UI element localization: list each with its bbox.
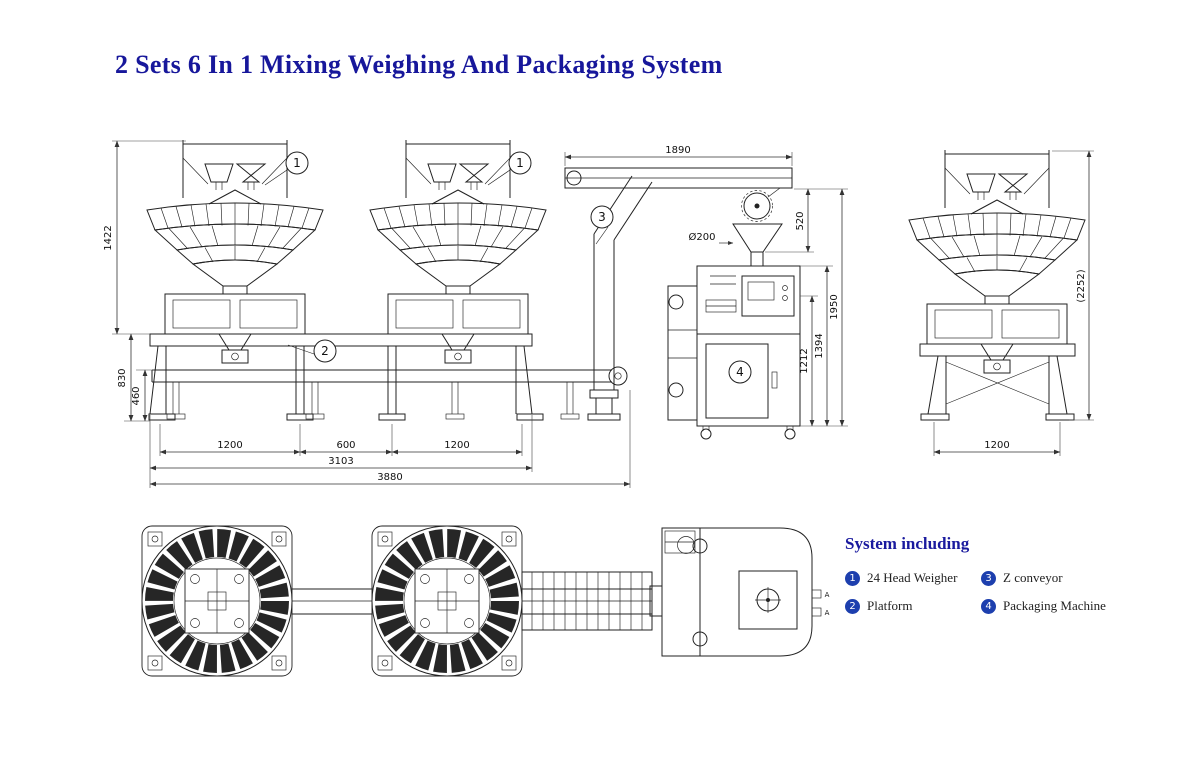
callout-packaging-machine: 4 [728,360,752,384]
takeaway-conveyor [151,366,628,420]
dim-machine-height: 1394 [814,333,825,358]
callout-number: 4 [736,365,744,379]
dim-top-conveyor-length: 1890 [665,145,690,156]
dim-overall-length: 3880 [377,472,402,483]
callout-platform: 2 [287,339,337,363]
callout-z-conveyor: 3 [590,205,614,245]
dim-side-width: 1200 [984,440,1009,451]
dim-bay-gap: 600 [336,440,355,451]
packaging-machine-front [667,223,801,440]
dim-drop-height: 520 [795,211,806,230]
legend-label-platform: Platform [867,598,913,613]
dim-conveyor-height: 460 [131,386,142,405]
legend-label-weigher: 24 Head Weigher [867,570,958,585]
legend-heading: System including [845,534,970,553]
legend-grid: 1 24 Head Weigher 3 Z conveyor 2 Platfor… [845,570,1106,614]
legend-item-weigher: 1 24 Head Weigher [845,570,975,586]
front-elevation-view: 1 1 2 3 4 [103,139,1094,488]
plan-view: A A [142,526,830,676]
legend: System including 1 24 Head Weigher 3 Z c… [845,534,1106,614]
section-mark-a-bottom: A [825,609,830,617]
legend-item-packaging-machine: 4 Packaging Machine [981,598,1106,614]
page-title: 2 Sets 6 In 1 Mixing Weighing And Packag… [115,50,723,79]
dim-side-overall-height: (2252) [1076,269,1087,302]
legend-item-z-conveyor: 3 Z conveyor [981,570,1106,586]
callout-number: 1 [293,156,301,170]
dim-weigher-height: 1422 [103,225,114,250]
callout-number: 2 [321,344,329,358]
legend-badge-3: 3 [981,570,996,586]
legend-badge-2: 2 [845,598,860,614]
legend-badge-1: 1 [845,570,860,586]
legend-badge-4: 4 [981,598,996,614]
plan-belt-section [521,571,663,631]
dim-platform-height: 830 [117,368,128,387]
legend-item-platform: 2 Platform [845,598,975,614]
dim-infeed-height: 1950 [829,294,840,319]
platform-front [148,333,544,421]
section-mark-a-top: A [825,591,830,599]
z-conveyor-front [564,167,793,421]
dim-bay-left: 1200 [217,440,242,451]
legend-label-z-conveyor: Z conveyor [1003,570,1063,585]
dim-film-unit-height: 1212 [799,348,810,373]
legend-label-packaging-machine: Packaging Machine [1003,598,1106,613]
callout-number: 3 [598,210,606,224]
callout-weigher-2: 1 [487,151,532,186]
packaging-machine-plan: A A [661,527,830,657]
dim-former-diameter: Ø200 [689,231,716,243]
callout-weigher-1: 1 [264,151,309,186]
dim-platform-length: 3103 [328,456,353,467]
callout-number: 1 [516,156,524,170]
dim-bay-right: 1200 [444,440,469,451]
weigher-side-view [908,149,1086,421]
